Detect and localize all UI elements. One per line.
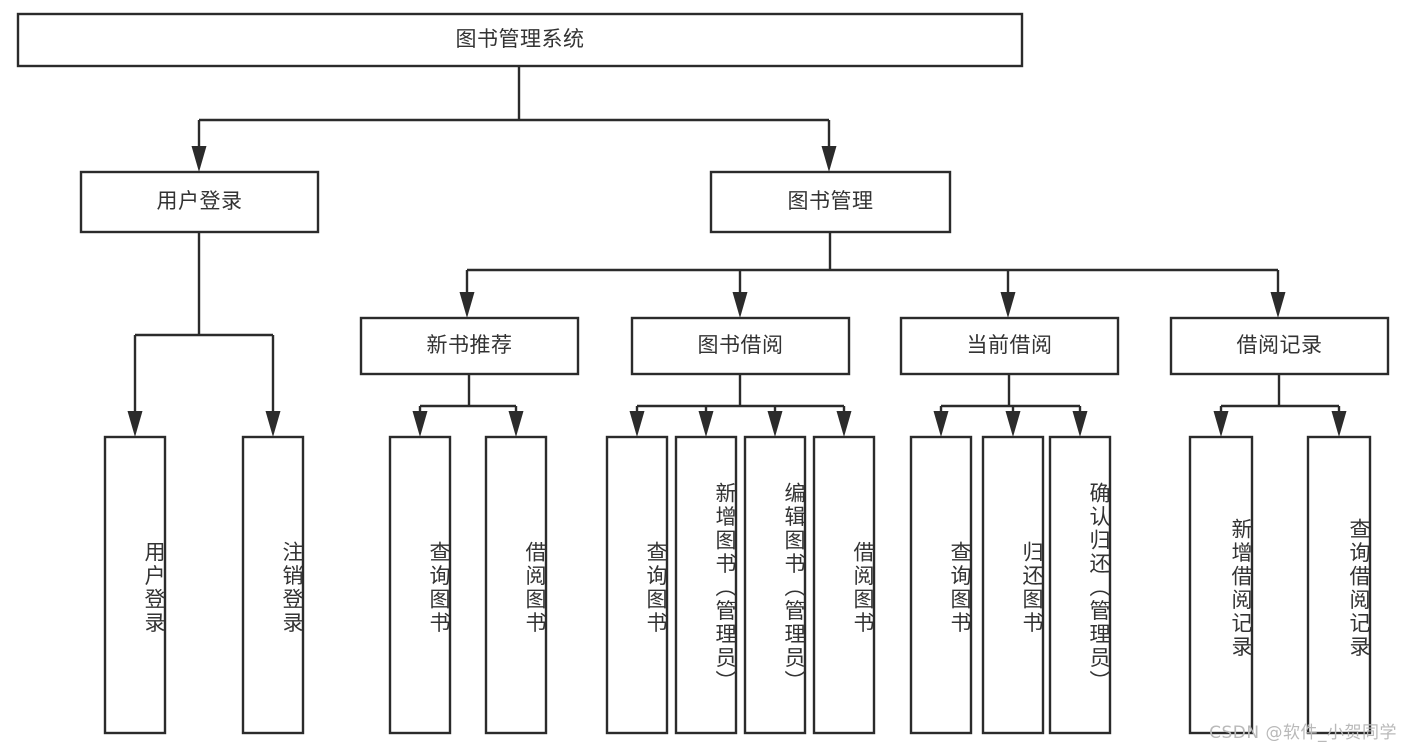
arrow-head-icon (821, 146, 837, 172)
leaf-node-编辑图书管理员[interactable] (745, 437, 805, 733)
arrow-head-icon (1072, 411, 1088, 437)
arrow-head-icon (698, 411, 714, 437)
arrow-head-icon (629, 411, 645, 437)
root-node-图书管理系统-box (16, 12, 1024, 68)
level2-node-新书推荐[interactable] (361, 318, 578, 374)
arrow-head-icon (127, 411, 143, 437)
connector-borrow-to-leaves (629, 374, 852, 437)
arrow-head-icon (732, 292, 748, 318)
arrow-head-icon (836, 411, 852, 437)
arrow-head-icon (1270, 292, 1286, 318)
arrow-head-icon (1005, 411, 1021, 437)
leaf-node-借阅图书-box (484, 435, 548, 735)
level2-node-借阅记录[interactable] (1171, 318, 1388, 374)
arrow-head-icon (933, 411, 949, 437)
level2-node-当前借阅-box (899, 316, 1120, 376)
connector-current-to-leaves (933, 374, 1088, 437)
level2-node-当前借阅[interactable] (901, 318, 1118, 374)
root-node-图书管理系统[interactable] (18, 14, 1022, 66)
arrow-head-icon (412, 411, 428, 437)
leaf-node-借阅图书-box (812, 435, 876, 735)
level2-node-借阅记录-box (1169, 316, 1390, 376)
level1-node-用户登录-box (79, 170, 320, 234)
connector-new-book-to-leaves (412, 374, 524, 437)
level1-node-用户登录[interactable] (81, 172, 318, 232)
leaf-node-查询借阅记录[interactable] (1308, 437, 1370, 733)
leaf-node-确认归还管理员[interactable] (1050, 437, 1110, 733)
leaf-node-查询图书[interactable] (911, 437, 971, 733)
leaf-node-用户登录[interactable] (105, 437, 165, 733)
leaf-node-查询图书-box (388, 435, 452, 735)
leaf-node-新增借阅记录-box (1188, 435, 1254, 735)
leaf-node-查询借阅记录-box (1306, 435, 1372, 735)
connector-root-to-level1 (191, 66, 837, 172)
leaf-node-新增图书管理员[interactable] (676, 437, 736, 733)
leaf-node-确认归还管理员-box (1048, 435, 1112, 735)
node-box-layer (16, 12, 1390, 735)
leaf-node-用户登录-box (103, 435, 167, 735)
level2-node-图书借阅-box (630, 316, 851, 376)
leaf-node-借阅图书[interactable] (486, 437, 546, 733)
connector-layer (127, 66, 1347, 437)
level1-node-图书管理-box (709, 170, 952, 234)
connector-record-to-leaves (1213, 374, 1347, 437)
leaf-node-编辑图书管理员-box (743, 435, 807, 735)
connector-user-login-to-leaves (127, 232, 281, 437)
leaf-node-归还图书-box (981, 435, 1045, 735)
leaf-node-查询图书-box (605, 435, 669, 735)
level2-node-图书借阅[interactable] (632, 318, 849, 374)
arrow-head-icon (1331, 411, 1347, 437)
leaf-node-查询图书[interactable] (390, 437, 450, 733)
leaf-node-新增图书管理员-box (674, 435, 738, 735)
connector-book-mgmt-to-level2 (459, 232, 1286, 318)
leaf-node-借阅图书[interactable] (814, 437, 874, 733)
arrow-head-icon (1000, 292, 1016, 318)
arrow-head-icon (191, 146, 207, 172)
leaf-node-注销登录[interactable] (243, 437, 303, 733)
leaf-node-查询图书[interactable] (607, 437, 667, 733)
arrow-head-icon (265, 411, 281, 437)
leaf-node-查询图书-box (909, 435, 973, 735)
leaf-node-新增借阅记录[interactable] (1190, 437, 1252, 733)
arrow-head-icon (767, 411, 783, 437)
arrow-head-icon (1213, 411, 1229, 437)
arrow-head-icon (508, 411, 524, 437)
level2-node-新书推荐-box (359, 316, 580, 376)
arrow-head-icon (459, 292, 475, 318)
leaf-node-注销登录-box (241, 435, 305, 735)
level1-node-图书管理[interactable] (711, 172, 950, 232)
leaf-node-归还图书[interactable] (983, 437, 1043, 733)
